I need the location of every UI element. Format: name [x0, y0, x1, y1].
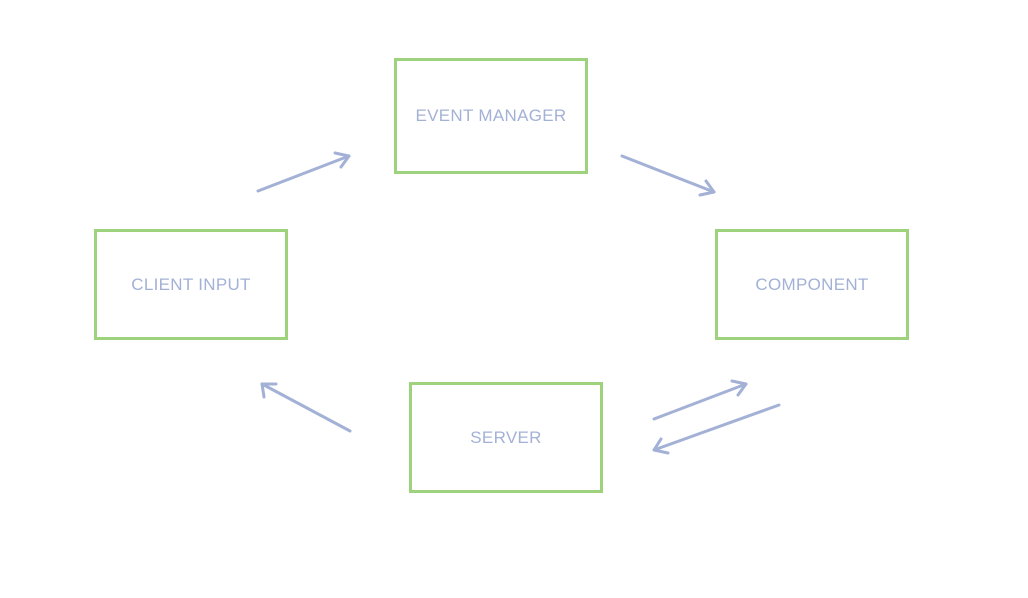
node-event-manager: EVENT MANAGER	[394, 58, 588, 174]
arrow-head	[730, 379, 748, 397]
arrow-shaft	[652, 382, 748, 421]
arrow-head	[333, 151, 351, 169]
arrow-shaft	[256, 154, 351, 193]
arrow-client-input-to-event-manager	[256, 151, 351, 193]
arrow-shaft	[260, 382, 352, 433]
arrow-shaft	[652, 403, 781, 452]
node-label: EVENT MANAGER	[415, 106, 567, 125]
node-label: CLIENT INPUT	[131, 274, 251, 294]
arrow-head	[260, 382, 278, 399]
node-label: SERVER	[470, 427, 542, 447]
arrow-shaft	[620, 154, 716, 194]
arrow-component-to-server	[652, 403, 781, 455]
arrow-server-to-client-input	[260, 382, 352, 433]
arrow-event-manager-to-component	[620, 154, 716, 197]
node-component: COMPONENT	[715, 229, 909, 340]
arrow-head	[698, 179, 716, 197]
node-server: SERVER	[409, 382, 603, 493]
node-client-input: CLIENT INPUT	[94, 229, 288, 340]
arrow-server-to-component	[652, 379, 748, 421]
arrow-head	[652, 437, 670, 455]
node-label: COMPONENT	[755, 274, 869, 294]
